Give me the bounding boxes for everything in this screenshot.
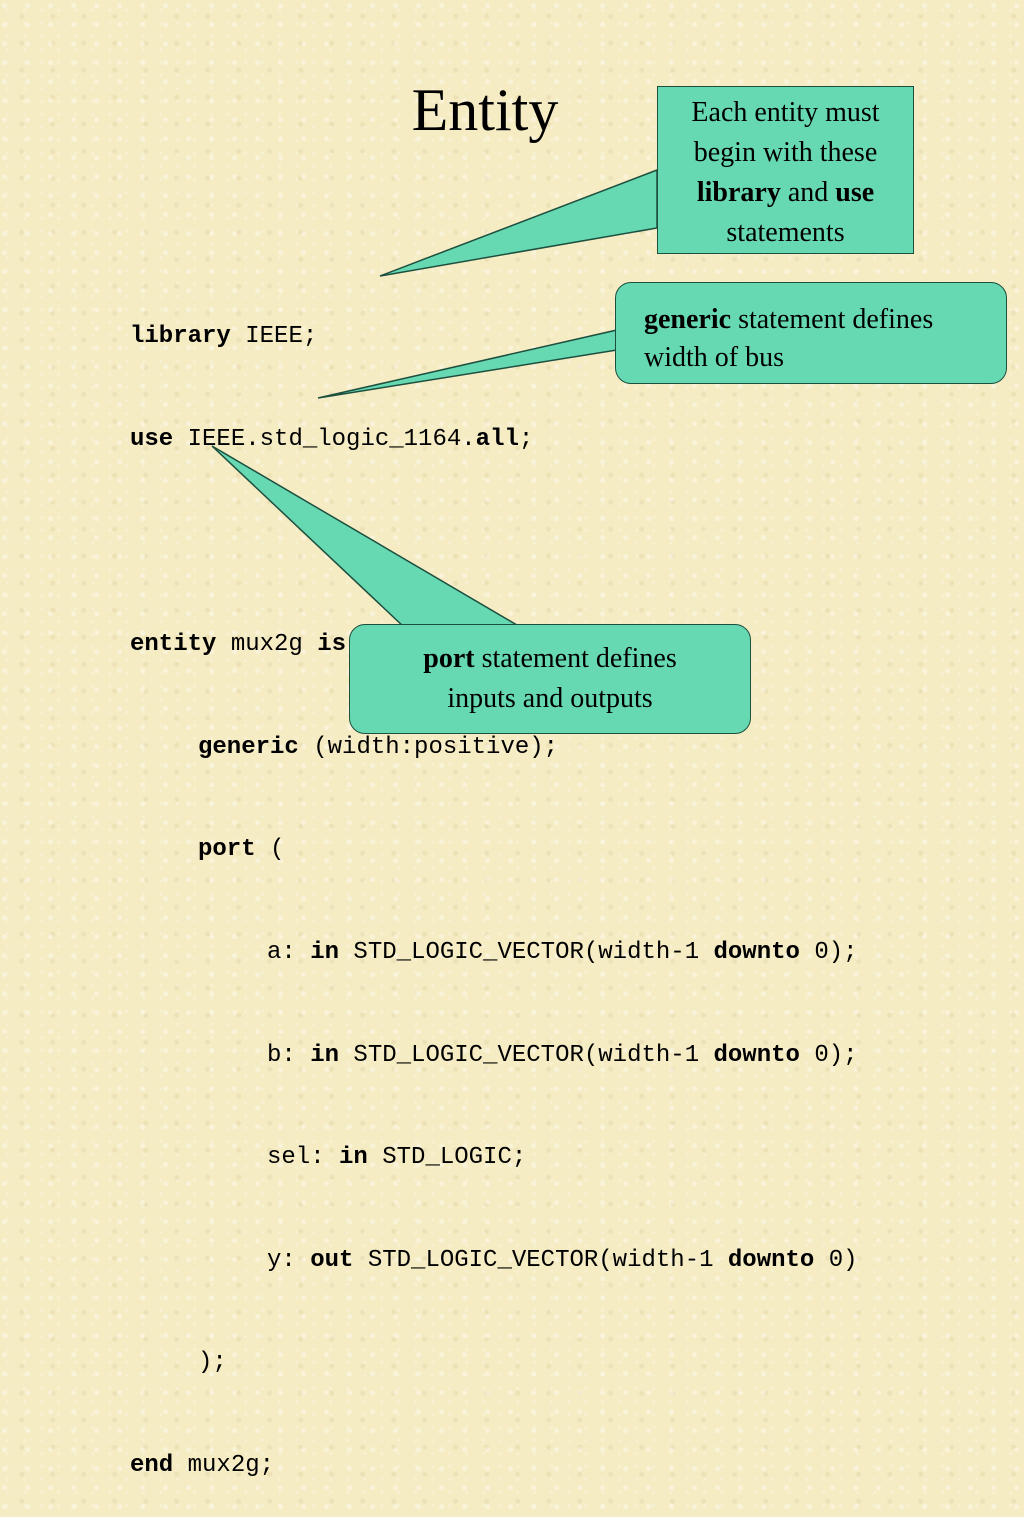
code-text: ;: [518, 426, 534, 453]
keyword: in: [310, 1041, 340, 1069]
keyword: in: [339, 1144, 368, 1172]
code-text: y:: [267, 1246, 311, 1274]
callout-line: library and use: [658, 173, 913, 213]
callout-line: port statement defines: [350, 639, 750, 679]
keyword: port: [198, 836, 256, 864]
code-line-port-sel: sel: in STD_LOGIC;: [130, 1141, 858, 1175]
callout-text: statement defines: [731, 304, 934, 335]
keyword: entity: [130, 631, 217, 659]
callout-line: width of bus: [644, 342, 784, 373]
code-text: IEEE.std_logic_1164.: [173, 426, 476, 453]
code-text: mux2g;: [173, 1451, 275, 1479]
code-text: b:: [267, 1041, 311, 1069]
keyword: downto: [713, 938, 800, 966]
callout-text: and: [780, 177, 836, 208]
code-text: 0);: [799, 938, 858, 966]
code-text: STD_LOGIC;: [367, 1144, 527, 1172]
callout-text: statement defines: [474, 643, 677, 674]
callout-line: statements: [726, 217, 845, 248]
callout-line: Each entity must: [691, 97, 880, 128]
code-text: (: [255, 836, 285, 864]
code-line-port-a: a: in STD_LOGIC_VECTOR(width-1 downto 0)…: [130, 936, 858, 970]
keyword: downto: [713, 1041, 800, 1069]
code-line-entity: entity mux2g is: [130, 628, 858, 662]
keyword: downto: [727, 1246, 815, 1274]
keyword: end: [130, 1451, 174, 1479]
callout-line: begin with these: [693, 137, 878, 168]
code-text: 0);: [799, 1041, 858, 1069]
code-line-port-y: y: out STD_LOGIC_VECTOR(width-1 downto 0…: [130, 1244, 858, 1278]
code-line-port: port (: [130, 833, 858, 867]
code-line-blank: [130, 526, 858, 560]
callout-bold: library: [696, 177, 781, 208]
code-line-port-b: b: in STD_LOGIC_VECTOR(width-1 downto 0)…: [130, 1039, 858, 1073]
callout-bold: use: [835, 177, 875, 208]
code-line-port-close: );: [130, 1346, 858, 1380]
keyword: out: [310, 1246, 354, 1274]
keyword: library: [130, 323, 231, 351]
code-text: STD_LOGIC_VECTOR(width-1: [339, 938, 714, 966]
keyword: in: [310, 938, 340, 966]
code-line-library: library IEEE;: [130, 320, 858, 354]
callout-bold: generic: [644, 304, 732, 335]
code-text: sel:: [267, 1144, 340, 1172]
code-text: (width:positive);: [298, 733, 559, 761]
code-text: mux2g: [216, 631, 318, 659]
code-text: STD_LOGIC_VECTOR(width-1: [339, 1041, 714, 1069]
code-line-end: end mux2g;: [130, 1449, 858, 1483]
code-text: IEEE;: [230, 323, 318, 351]
callout-bold: port: [423, 643, 475, 674]
code-text: );: [198, 1349, 227, 1377]
keyword: is: [317, 631, 347, 659]
keyword: all: [475, 426, 519, 453]
slide-title: Entity: [411, 77, 559, 143]
port-callout: port statement defines inputs and output…: [349, 624, 751, 734]
code-text: 0): [814, 1246, 858, 1274]
callout-line: generic statement defines: [644, 301, 1006, 339]
code-text: a:: [267, 938, 311, 966]
code-text: STD_LOGIC_VECTOR(width-1: [353, 1246, 728, 1274]
library-callout: Each entity must begin with these librar…: [657, 86, 914, 254]
keyword: generic: [198, 733, 299, 761]
code-line-use: use IEEE.std_logic_1164.all;: [130, 423, 858, 457]
callout-line: inputs and outputs: [447, 683, 653, 714]
code-block: library IEEE; use IEEE.std_logic_1164.al…: [130, 252, 858, 1517]
keyword: use: [130, 426, 174, 453]
code-line-generic: generic (width:positive);: [130, 731, 858, 765]
generic-callout: generic statement defines width of bus: [615, 282, 1007, 384]
